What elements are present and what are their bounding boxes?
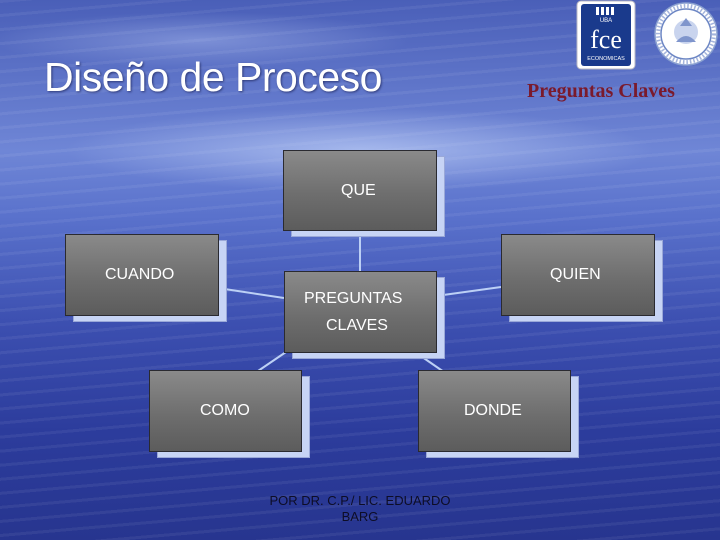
- node-cuando: CUANDO: [65, 234, 219, 316]
- connector-como: [257, 351, 287, 372]
- slide-title: Diseño de Proceso: [44, 54, 382, 100]
- node-donde-label: DONDE: [464, 402, 522, 419]
- fce-logo: UBA fce ECONOMICAS: [576, 0, 636, 70]
- node-preguntas-claves: PREGUNTAS CLAVES: [284, 271, 437, 353]
- node-como: COMO: [149, 370, 302, 452]
- university-seal-icon: [654, 2, 718, 66]
- node-center-line1: PREGUNTAS: [304, 290, 403, 307]
- node-center-line2: CLAVES: [326, 317, 388, 334]
- node-quien-label: QUIEN: [550, 266, 601, 283]
- fce-logo-bottom: ECONOMICAS: [587, 56, 625, 62]
- fce-logo-top: UBA: [600, 18, 612, 24]
- connector-cuando: [217, 287, 285, 299]
- fce-logo-text: fce: [590, 25, 622, 54]
- node-donde: DONDE: [418, 370, 571, 452]
- slide-subtitle: Preguntas Claves: [527, 80, 675, 102]
- connector-donde: [414, 351, 445, 373]
- node-como-label: COMO: [200, 402, 250, 419]
- node-que-label: QUE: [341, 182, 376, 199]
- footer-author: POR DR. C.P./ LIC. EDUARDO BARG: [269, 493, 451, 524]
- node-que: QUE: [283, 150, 437, 231]
- node-cuando-label: CUANDO: [105, 266, 175, 283]
- connector-quien: [435, 286, 502, 297]
- node-quien: QUIEN: [501, 234, 655, 316]
